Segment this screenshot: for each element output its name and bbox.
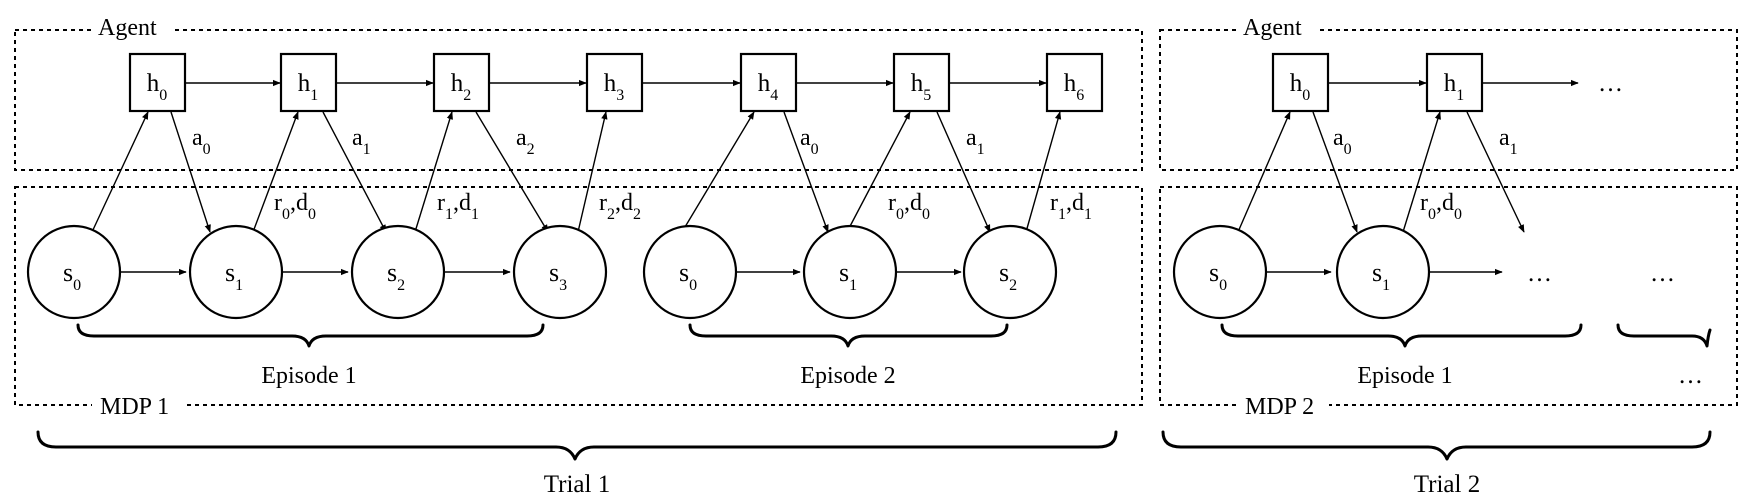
svg-text:h3: h3: [604, 70, 625, 104]
hidden-state-box: h1: [1425, 52, 1484, 113]
state-node: s2: [962, 224, 1058, 320]
state-node: s1: [188, 224, 284, 320]
action-label: a0: [800, 125, 819, 158]
trial2-mdp-frame: [1159, 186, 1738, 406]
episode-label: Episode 1: [261, 363, 356, 389]
trial1-agent-frame: [14, 29, 1143, 171]
state-to-hidden-arrow: [252, 111, 299, 233]
state-to-hidden-arrow: [1025, 111, 1062, 233]
episode-brace: [1220, 323, 1583, 348]
more-states-ellipsis: …: [1650, 260, 1675, 287]
reward-done-label: r1,d1: [437, 190, 479, 223]
svg-text:s3: s3: [549, 258, 567, 294]
state-continuation-ellipsis: …: [1527, 260, 1552, 287]
hidden-state-box: h3: [585, 52, 644, 113]
hidden-state-box: h4: [739, 52, 798, 113]
hidden-state-box: h0: [1271, 52, 1330, 113]
trial1-mdp-frame: [14, 186, 1143, 406]
svg-text:s0: s0: [679, 258, 697, 294]
state-to-hidden-arrow: [846, 111, 911, 233]
svg-text:h5: h5: [911, 70, 932, 104]
more-episodes-ellipsis: …: [1678, 362, 1703, 389]
state-node: s1: [1335, 224, 1431, 320]
state-node: s0: [1172, 224, 1268, 320]
action-label: a0: [192, 125, 211, 158]
trial2-agent-label: Agent: [1243, 15, 1302, 41]
svg-text:s1: s1: [225, 258, 243, 294]
state-to-hidden-arrow: [414, 111, 453, 233]
trial-label: Trial 1: [544, 471, 610, 497]
state-to-hidden-arrow: [681, 111, 755, 233]
state-node: s0: [26, 224, 122, 320]
episode-brace: [688, 323, 1009, 348]
action-arrow: [322, 111, 387, 233]
action-label: a1: [1499, 125, 1518, 158]
svg-text:s2: s2: [999, 258, 1017, 294]
state-node: s2: [350, 224, 446, 320]
hidden-state-box: h1: [279, 52, 338, 113]
svg-text:h6: h6: [1064, 70, 1085, 104]
episode-brace: [76, 323, 545, 348]
state-to-hidden-arrow: [577, 111, 608, 233]
svg-text:h4: h4: [758, 70, 779, 104]
svg-text:s0: s0: [63, 258, 81, 294]
episode-brace-partial: [1616, 323, 1712, 348]
state-to-hidden-arrow: [1402, 111, 1441, 233]
state-to-hidden-arrow: [91, 111, 149, 233]
hidden-state-box: h0: [128, 52, 187, 113]
reward-done-label: r0,d0: [1420, 190, 1462, 223]
state-node: s3: [512, 224, 608, 320]
action-label: a2: [516, 125, 535, 158]
svg-text:s2: s2: [387, 258, 405, 294]
episode-label: Episode 1: [1357, 363, 1452, 389]
hidden-state-box: h5: [892, 52, 951, 113]
action-label: a1: [352, 125, 371, 158]
state-node: s1: [802, 224, 898, 320]
state-to-hidden-arrow: [1237, 111, 1291, 233]
trial-brace: [1161, 430, 1712, 461]
trial1-mdp-label: MDP 1: [100, 394, 169, 420]
svg-text:h0: h0: [147, 70, 168, 104]
action-arrow: [1312, 111, 1358, 233]
state-node: s0: [642, 224, 738, 320]
action-arrow: [1466, 111, 1525, 233]
reward-done-label: r1,d1: [1050, 190, 1092, 223]
svg-text:h2: h2: [451, 70, 472, 104]
reward-done-label: r2,d2: [599, 190, 641, 223]
svg-text:s0: s0: [1209, 258, 1227, 294]
svg-text:h1: h1: [298, 70, 319, 104]
trial-brace: [36, 430, 1118, 461]
action-arrow: [475, 111, 549, 233]
action-label: a1: [966, 125, 985, 158]
trial2-mdp-label: MDP 2: [1245, 394, 1314, 420]
action-arrow: [783, 111, 829, 233]
trial1-agent-label: Agent: [98, 15, 157, 41]
svg-text:h1: h1: [1444, 70, 1465, 104]
action-label: a0: [1333, 125, 1352, 158]
hidden-state-box: h6: [1045, 52, 1104, 113]
reward-done-label: r0,d0: [274, 190, 316, 223]
hidden-continuation-ellipsis: …: [1598, 70, 1623, 97]
trial-label: Trial 2: [1414, 471, 1480, 497]
episode-label: Episode 2: [800, 363, 895, 389]
action-arrow: [936, 111, 991, 233]
reward-done-label: r0,d0: [888, 190, 930, 223]
svg-text:s1: s1: [839, 258, 857, 294]
svg-text:s1: s1: [1372, 258, 1390, 294]
trial2-agent-frame: [1159, 29, 1738, 171]
hidden-state-box: h2: [432, 52, 491, 113]
svg-text:h0: h0: [1290, 70, 1311, 104]
action-arrow: [170, 111, 211, 233]
